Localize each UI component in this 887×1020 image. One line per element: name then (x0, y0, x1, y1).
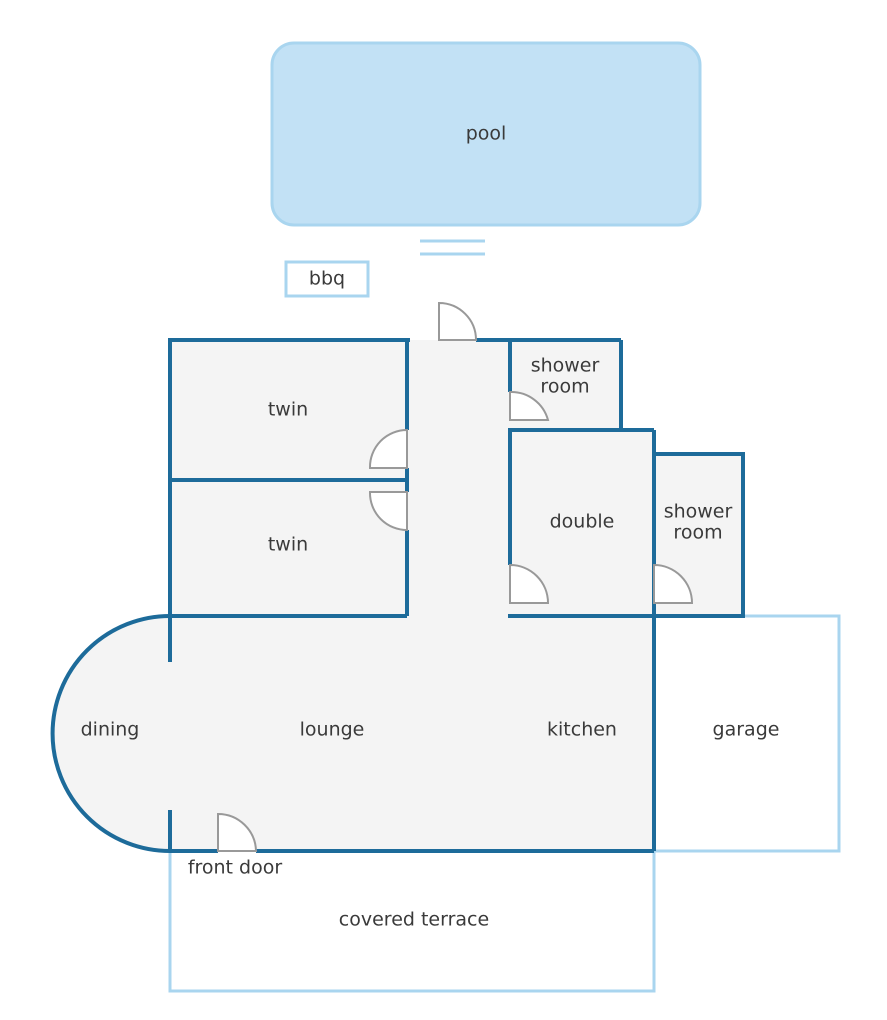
wall (168, 338, 410, 616)
garage-area (654, 614, 841, 853)
twin-lower-label: twin (268, 534, 308, 556)
shower-room-2-label-line2: room (673, 522, 722, 544)
shower-room-2-door[interactable] (653, 563, 694, 604)
wall (50, 614, 171, 853)
bbq-area (284, 260, 370, 298)
double-label: double (550, 511, 615, 533)
front-door[interactable] (217, 812, 258, 852)
dining-label: dining (81, 719, 140, 741)
double-door[interactable] (509, 563, 550, 604)
pool-area (270, 41, 702, 227)
covered-terrace-label: covered terrace (339, 909, 489, 931)
bbq-label: bbq (309, 268, 345, 290)
twin-upper-label: twin (268, 399, 308, 421)
front-door-label: front door (188, 857, 283, 879)
shower-room-1-label-line1: shower (531, 355, 600, 377)
twin-lower-door[interactable] (368, 491, 408, 532)
pool-label: pool (466, 123, 507, 145)
back-door[interactable] (438, 301, 478, 341)
shower-room-1-door[interactable] (509, 390, 550, 421)
twin-upper-door[interactable] (368, 428, 408, 469)
kitchen-label: kitchen (547, 719, 617, 741)
wall (652, 452, 745, 618)
lounge-label: lounge (300, 719, 365, 741)
covered-terrace-area (168, 850, 656, 993)
living-floor (52, 616, 655, 851)
garage-label: garage (713, 719, 780, 741)
shower-room-1-label-line2: room (540, 376, 589, 398)
shower-room-2-label-line1: shower (664, 501, 733, 523)
